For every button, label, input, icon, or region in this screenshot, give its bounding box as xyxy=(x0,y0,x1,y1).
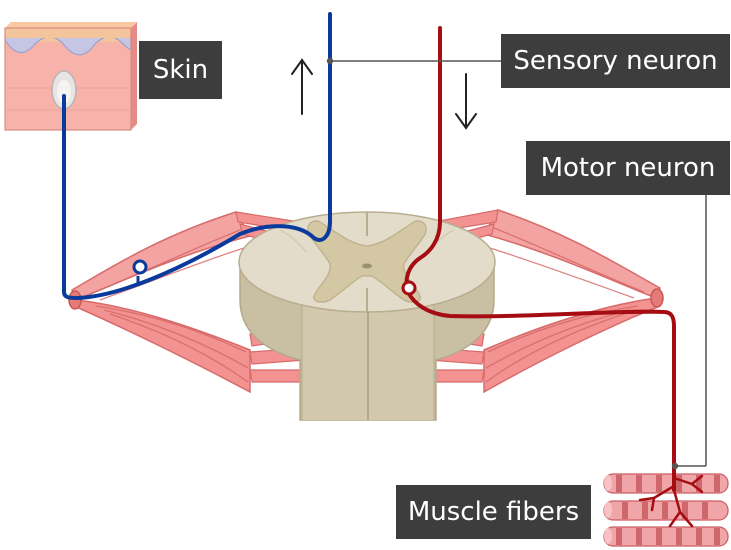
motor-cell-body xyxy=(401,280,417,296)
sensory-neuron-label: Sensory neuron xyxy=(501,34,730,88)
skin-label: Skin xyxy=(139,41,222,99)
motor-end-plates xyxy=(638,474,704,528)
arrow-up-icon xyxy=(291,58,313,115)
motor-leader-dot xyxy=(671,462,679,470)
muscle-fibers-label: Muscle fibers xyxy=(396,485,591,539)
sensory-ganglion-cell xyxy=(132,259,148,275)
muscle-fibers xyxy=(603,473,729,547)
skin-block xyxy=(4,22,137,131)
motor-neuron-path xyxy=(401,26,704,528)
leader-lines xyxy=(330,60,707,467)
sensory-neuron-path xyxy=(62,12,332,300)
motor-neuron-label: Motor neuron xyxy=(526,141,730,195)
spinal-cord-section xyxy=(238,211,496,421)
sensory-leader-dot xyxy=(326,57,334,65)
arrow-down-icon xyxy=(455,73,477,130)
